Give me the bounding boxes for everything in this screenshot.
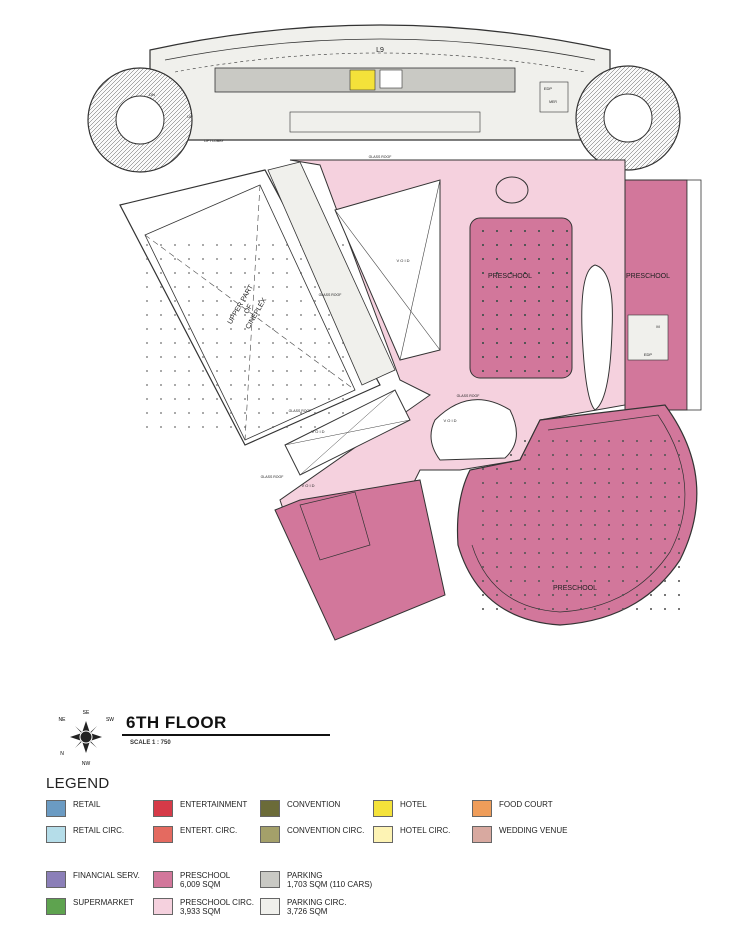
floor-title: 6TH FLOOR <box>126 713 227 732</box>
swatch-financial-serv <box>46 871 66 888</box>
legend-item-entert-circ: ENTERT. CIRC. <box>153 826 237 843</box>
legend-item-retail: RETAIL <box>46 800 100 817</box>
glass-roof-label-5: GLASS ROOF <box>261 475 284 479</box>
parking-strip <box>267 161 396 386</box>
circular-kiosk <box>495 176 529 204</box>
swatch-convention-circ <box>260 826 280 843</box>
swatch-convention <box>260 800 280 817</box>
preschool-centre <box>469 217 573 379</box>
swatch-preschool <box>153 871 173 888</box>
scale-label: SCALE 1 : 750 <box>130 740 171 746</box>
legend-item-preschool-circ: PRESCHOOL CIRC.3,933 sqm <box>153 898 254 916</box>
preschool-lower-left <box>274 479 446 641</box>
glass-roof-label-3: GLASS ROOF <box>289 409 312 413</box>
preschool-circle-label: PRESCHOOL <box>553 585 597 592</box>
title-rule <box>122 734 330 736</box>
swatch-preschool-circ <box>153 898 173 915</box>
void-lower <box>284 389 411 476</box>
legend-item-financial-serv: FINANCIAL SERV. <box>46 871 140 888</box>
swatch-wedding-venue <box>472 826 492 843</box>
void-label-3: V O I D <box>443 418 456 423</box>
void-label-4: V O I D <box>301 483 314 488</box>
legend-item-convention: CONVENTION <box>260 800 340 817</box>
glass-roof-label-4: GLASS ROOF <box>457 394 480 398</box>
mer-label: MER <box>549 100 557 104</box>
title-block: SE NE SW N NW 6TH FLOOR SCALE 1 : 750 <box>46 705 346 767</box>
legend-item-wedding-venue: WEDDING VENUE <box>472 826 567 843</box>
spiral-ramp-left <box>87 67 193 173</box>
legend-item-hotel: HOTEL <box>373 800 427 817</box>
legend-item-retail-circ: RETAIL CIRC. <box>46 826 124 843</box>
legend-item-parking-circ: PARKING CIRC.3,726 sqm <box>260 898 346 916</box>
glass-roof-label-1: GLASS ROOF <box>369 155 392 159</box>
svg-text:NW: NW <box>82 761 91 767</box>
preschool-centre-label: PRESCHOOL <box>488 273 532 280</box>
edp-label-2: EDP <box>644 352 653 357</box>
up-label: UP <box>187 114 193 119</box>
swatch-hotel-circ <box>373 826 393 843</box>
preschool-right-label: PRESCHOOL <box>626 273 670 280</box>
swatch-parking <box>260 871 280 888</box>
swatch-entertainment <box>153 800 173 817</box>
legend-item-supermarket: SUPERMARKET <box>46 898 134 915</box>
legend-item-entertainment: ENTERTAINMENT <box>153 800 247 817</box>
legend-item-food-court: FOOD COURT <box>472 800 553 817</box>
swatch-parking-circ <box>260 898 280 915</box>
svg-text:OF: OF <box>243 303 254 315</box>
svg-text:SE: SE <box>83 710 90 716</box>
round-atrium-void <box>430 399 517 461</box>
legend-item-hotel-circ: HOTEL CIRC. <box>373 826 450 843</box>
oval-void <box>581 264 613 411</box>
swatch-entert-circ <box>153 826 173 843</box>
swatch-hotel <box>373 800 393 817</box>
swatch-supermarket <box>46 898 66 915</box>
svg-text:NE: NE <box>59 717 67 723</box>
lift-lobby-label: LIFT LOBBY <box>204 139 224 143</box>
m-label: M <box>656 324 659 329</box>
void-centre <box>334 179 441 361</box>
preschool-right <box>624 179 702 411</box>
parking-ramp-top <box>149 24 611 141</box>
svg-text:N: N <box>60 751 64 757</box>
preschool-round-hall <box>456 404 698 626</box>
spiral-ramp-right <box>575 65 681 171</box>
dn-label: DN <box>149 92 155 97</box>
swatch-retail-circ <box>46 826 66 843</box>
svg-text:SW: SW <box>106 717 114 723</box>
legend-item-convention-circ: CONVENTION CIRC. <box>260 826 364 843</box>
swatch-food-court <box>472 800 492 817</box>
legend-title: LEGEND <box>46 775 110 792</box>
north-compass-icon: SE NE SW N NW <box>59 710 115 767</box>
glass-roof-label-2: GLASS ROOF <box>319 293 342 297</box>
swatch-retail <box>46 800 66 817</box>
floor-plan: L9 UPPER PART OF CINEPLEX PRESCHOOL PRES… <box>87 24 702 641</box>
edp-label-1: EDP <box>544 86 553 91</box>
cineplex-upper <box>119 169 381 446</box>
void-label-1: V O I D <box>396 258 409 263</box>
void-label-2: V O I D <box>311 429 324 434</box>
level-tag: L9 <box>376 47 384 54</box>
